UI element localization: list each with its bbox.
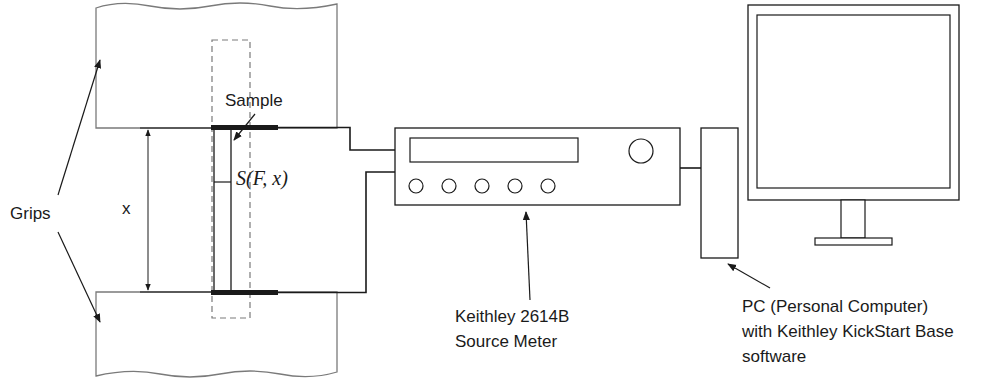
meter-display [410, 138, 578, 162]
dimension-line [148, 130, 149, 290]
dimension-label: x [122, 196, 142, 221]
top-wire [278, 128, 395, 151]
meter-button [541, 179, 555, 193]
monitor-neck [841, 200, 865, 238]
monitor-base [815, 238, 892, 245]
part-label: Keithley 2614B Source Meter [455, 304, 615, 354]
pc-tower [701, 128, 738, 258]
top-grip [96, 3, 337, 128]
grips-leader [58, 60, 100, 195]
meter-knob [629, 139, 653, 163]
part-label: Grips [10, 201, 80, 226]
usb-cable [680, 167, 701, 169]
pc-leader [728, 264, 770, 288]
part-label: PC (Personal Computer) with Keithley Kic… [742, 294, 957, 369]
symbol-label: S(F, x) [236, 166, 326, 191]
source-meter [395, 128, 680, 205]
meter-leader [526, 212, 530, 300]
meter-button [508, 179, 522, 193]
monitor-screen [757, 15, 950, 188]
monitor-frame [748, 5, 959, 200]
meter-button [409, 179, 423, 193]
sample-strip [214, 128, 231, 292]
part-label: Sample [225, 88, 315, 113]
bottom-wire [278, 172, 395, 293]
sample-midline [214, 181, 231, 182]
meter-button [442, 179, 456, 193]
dimension-ext [140, 128, 211, 129]
dimension-ext [140, 292, 211, 293]
meter-button [475, 179, 489, 193]
grips-leader [58, 232, 100, 322]
bottom-grip [96, 292, 337, 377]
bottom-electrode [211, 290, 278, 295]
sample-leader [234, 114, 255, 140]
